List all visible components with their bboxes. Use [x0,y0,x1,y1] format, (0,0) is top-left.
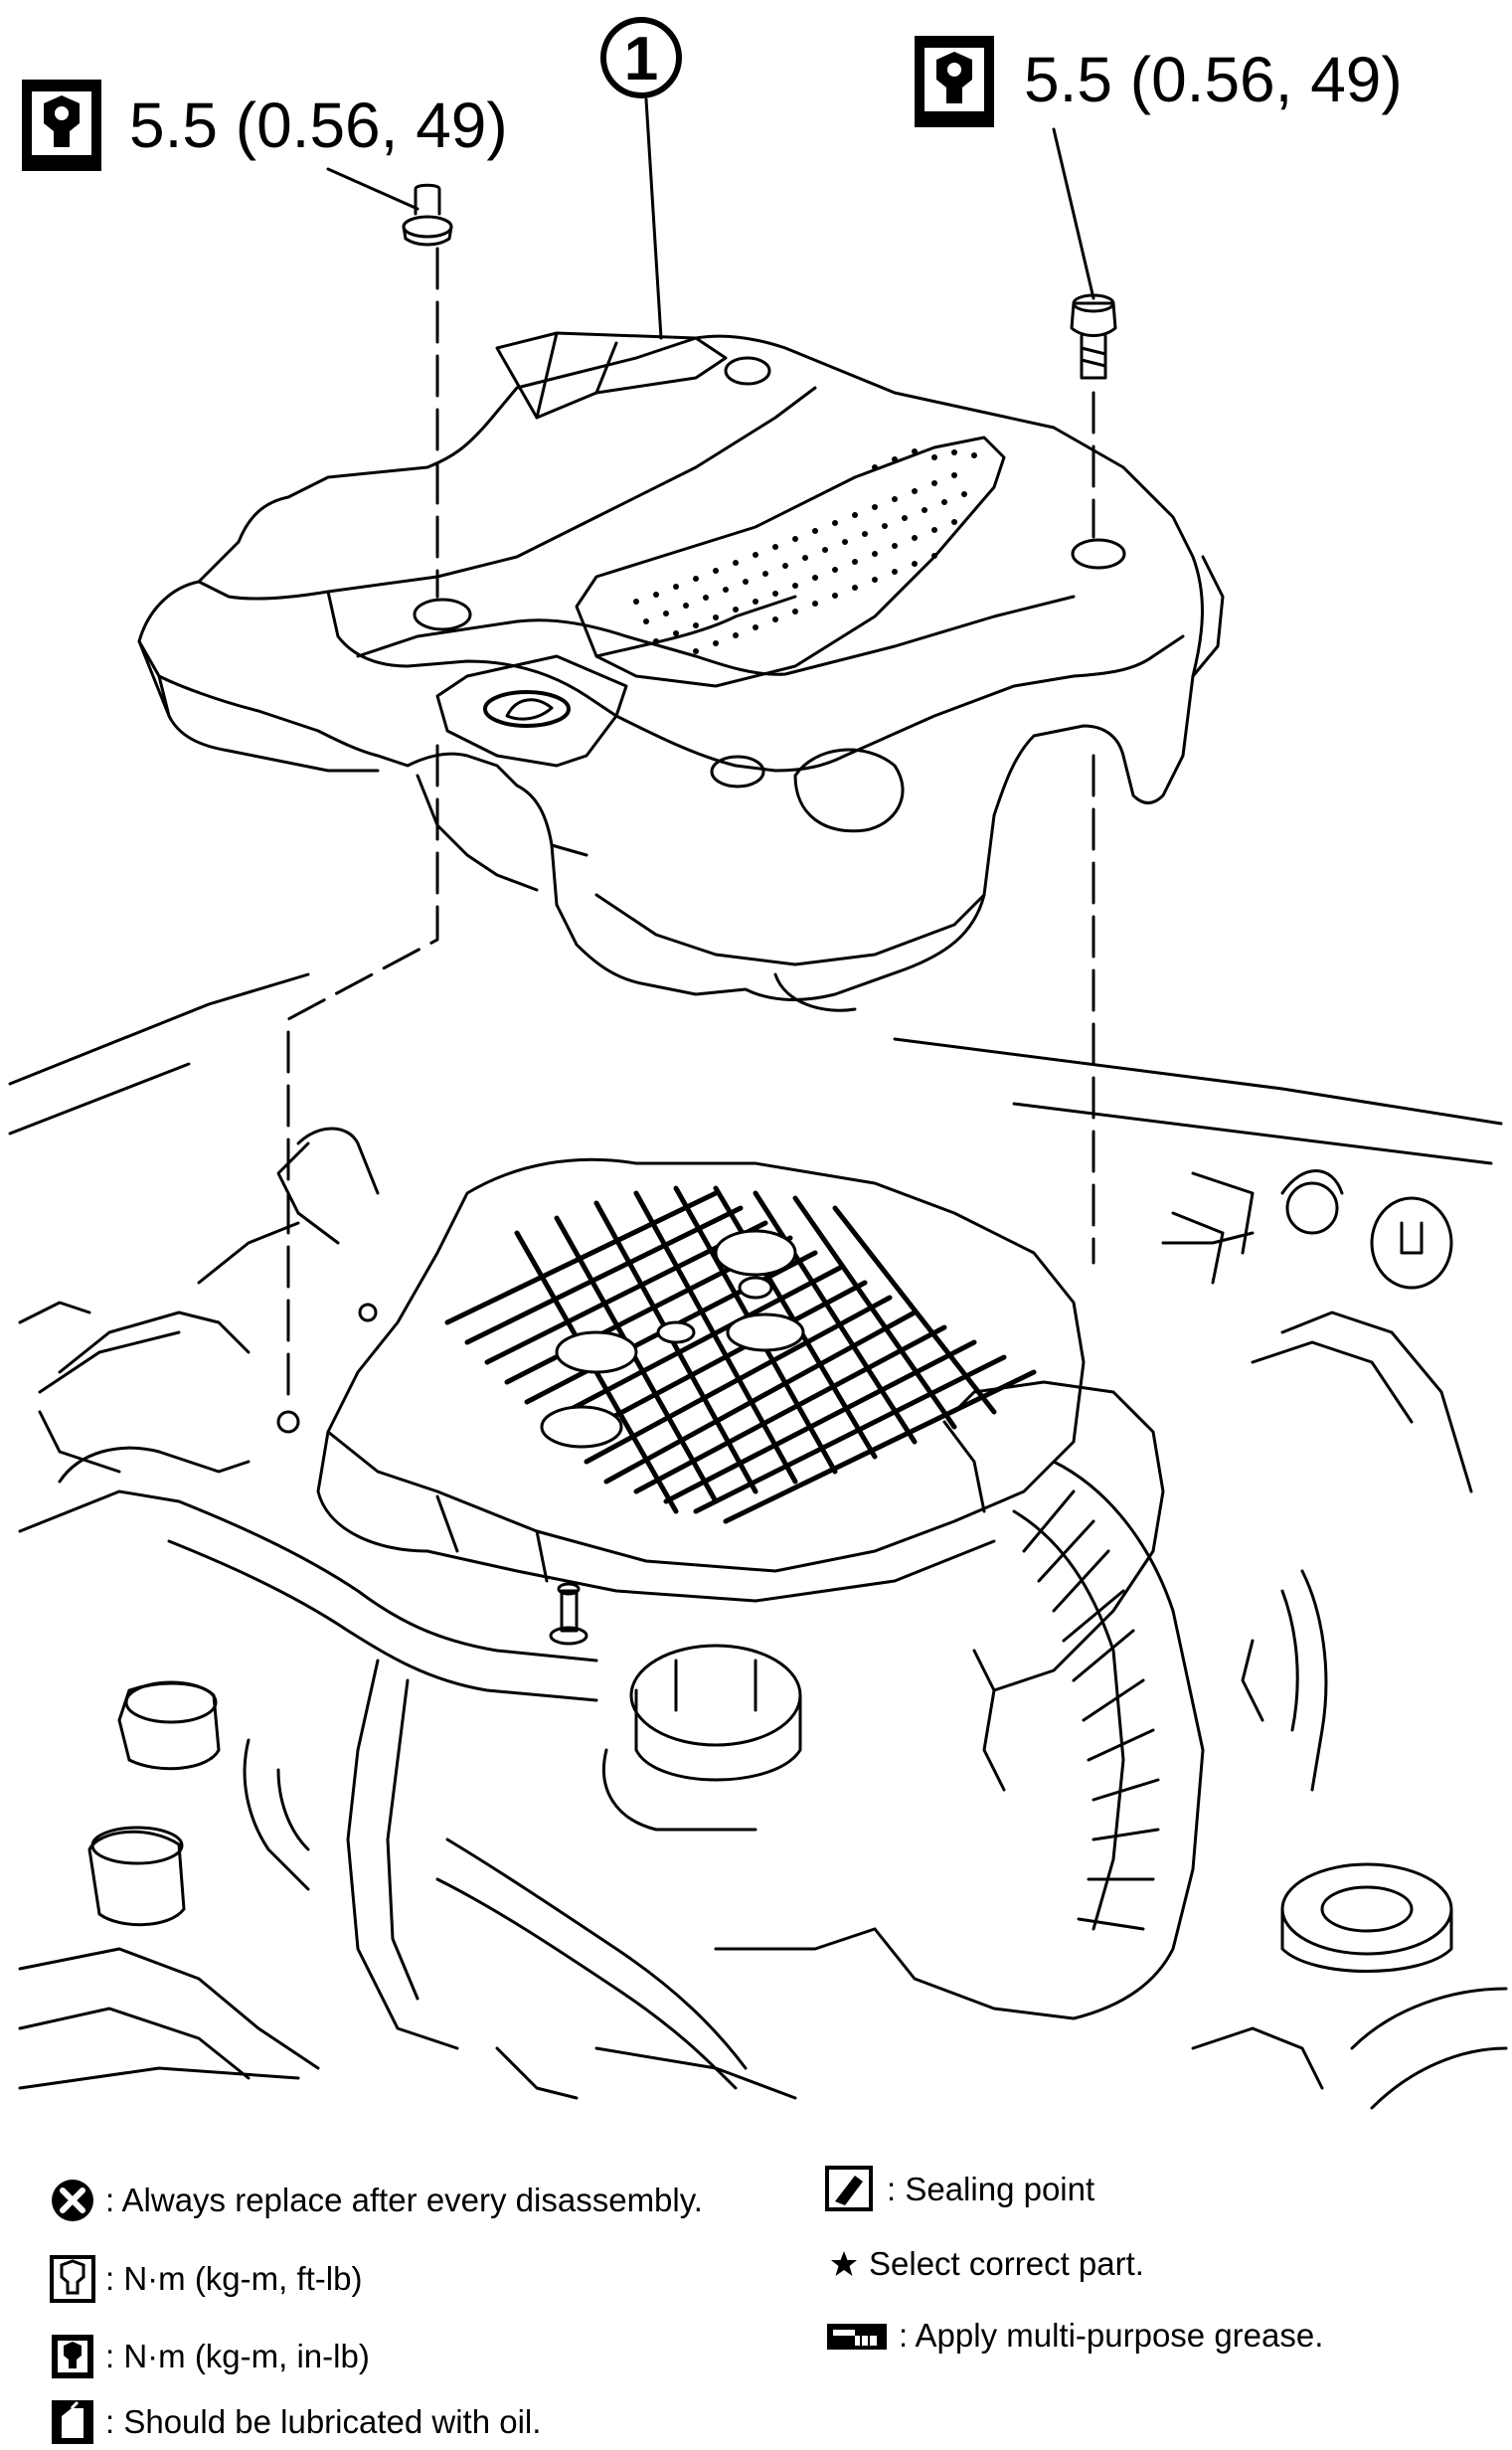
alignment-lines [286,247,1095,1404]
legend-sealing: : Sealing point [825,2166,1094,2213]
legend-select-text: Select correct part. [869,2245,1144,2282]
part-number: 1 [624,25,658,93]
legend-grease-text: : Apply multi-purpose grease. [899,2317,1324,2354]
part-number-callout: 1 [600,17,682,98]
torque-spec-right: 5.5 (0.56, 49) [1024,44,1403,115]
x-circle-icon [52,2180,93,2221]
legend-replace: : Always replace after every disassembly… [50,2178,703,2223]
legend-replace-text: : Always replace after every disassembly… [105,2182,703,2218]
legend-lubricate-text: : Should be lubricated with oil. [105,2403,542,2440]
torque-wrench-icon [915,36,994,127]
torque-wrench-icon [50,2255,95,2303]
engine-cover [137,331,1225,1012]
fasteners [402,183,1117,380]
star-icon [831,2251,857,2276]
legend-torque-ft: : N·m (kg-m, ft-lb) [50,2255,362,2303]
torque-wrench-icon [52,2335,93,2378]
legend-torque-in-text: : N·m (kg-m, in-lb) [105,2338,370,2374]
legend-select: Select correct part. [829,2245,1144,2283]
oil-can-icon [52,2400,93,2444]
engine-bay [8,972,1508,2110]
legend-torque-ft-text: : N·m (kg-m, ft-lb) [105,2260,363,2297]
legend-sealing-text: : Sealing point [887,2171,1095,2207]
grease-icon [827,2324,887,2350]
leader-lines [326,97,1095,340]
torque-spec-left: 5.5 (0.56, 49) [129,89,508,161]
legend-torque-in: : N·m (kg-m, in-lb) [50,2333,370,2380]
torque-wrench-icon [22,80,101,171]
legend-lubricate: : Should be lubricated with oil. [50,2398,541,2446]
sealing-icon [825,2166,873,2211]
legend-grease: : Apply multi-purpose grease. [825,2317,1323,2355]
